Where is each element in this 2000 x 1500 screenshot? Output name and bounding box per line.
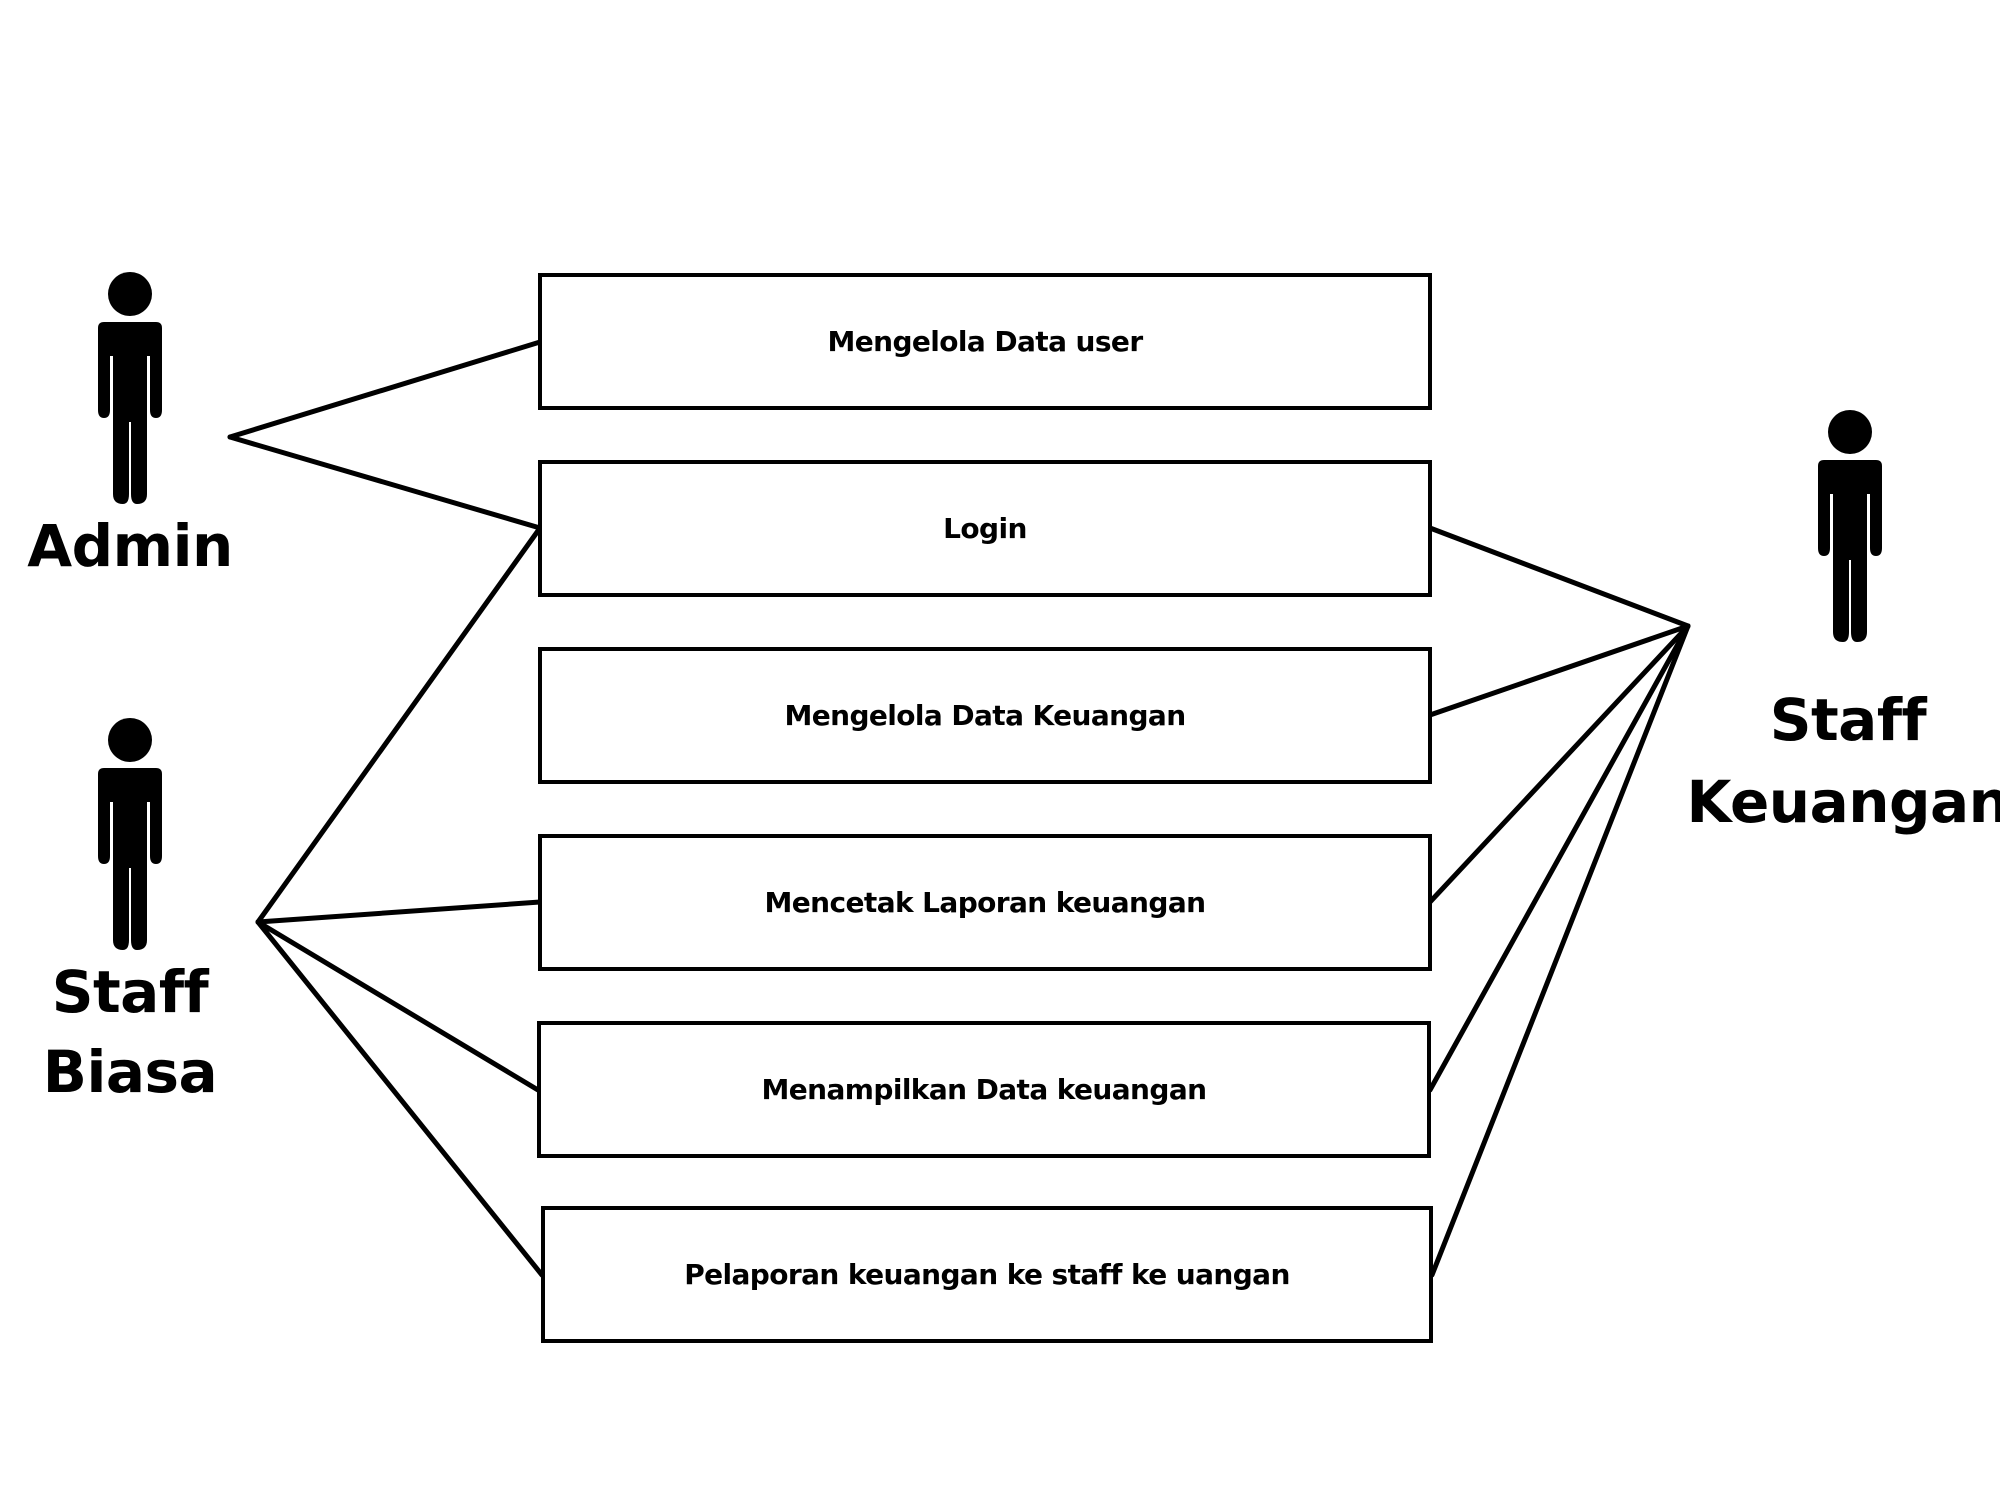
use-case-box (538, 647, 1432, 784)
actor-label: Admin (27, 512, 233, 580)
association-lines (227, 339, 1691, 1278)
association-staff-keuangan-mencetak-laporan (1427, 623, 1691, 905)
actor-label-line2: Keuangan (1687, 768, 2000, 836)
use-case-mengelola-data-keuangan: Mengelola Data Keuangan (538, 647, 1432, 784)
association-staff-keuangan-pelaporan (1429, 623, 1691, 1278)
association-staff-keuangan-login (1427, 525, 1691, 629)
use-case-box (537, 1021, 1431, 1158)
use-case-mengelola-data-user: Mengelola Data user (538, 273, 1432, 410)
use-case-login: Login (538, 460, 1432, 597)
use-case-mencetak-laporan-keuangan: Mencetak Laporan keuangan (538, 834, 1432, 971)
use-case-label: Mengelola Data Keuangan (784, 699, 1185, 732)
use-case-label: Menampilkan Data keuangan (762, 1073, 1207, 1106)
use-case-label: Mencetak Laporan keuangan (765, 886, 1206, 919)
association-admin-mengelola-data-user (227, 339, 543, 440)
use-case-menampilkan-data-keuangan: Menampilkan Data keuangan (537, 1021, 1431, 1158)
actor-label-line1: Staff (1770, 686, 1928, 754)
use-case-box (538, 460, 1432, 597)
actor-label-line1: Staff (52, 958, 210, 1026)
person-icon (1818, 410, 1882, 642)
association-staff-biasa-login (255, 525, 543, 925)
association-admin-login (227, 434, 543, 531)
actor-staff-biasa: Staff Biasa (43, 718, 218, 1106)
actor-label-line2: Biasa (43, 1038, 217, 1106)
use-case-label: Login (943, 512, 1027, 545)
actor-admin: Admin (27, 272, 233, 580)
use-case-label: Pelaporan keuangan ke staff ke uangan (684, 1258, 1290, 1291)
association-staff-keuangan-menampilkan-data (1427, 623, 1691, 1093)
use-case-pelaporan-keuangan: Pelaporan keuangan ke staff ke uangan (541, 1206, 1433, 1343)
use-case-box (538, 273, 1432, 410)
use-case-box (538, 834, 1432, 971)
person-icon (98, 272, 162, 504)
association-staff-biasa-pelaporan (255, 919, 545, 1278)
person-icon (98, 718, 162, 950)
actor-staff-keuangan: Staff Keuangan (1687, 410, 2000, 836)
association-staff-biasa-mencetak-laporan (255, 899, 543, 925)
use-case-label: Mengelola Data user (827, 325, 1143, 358)
association-staff-keuangan-mengelola-data-keuangan (1427, 623, 1691, 718)
use-case-box (541, 1206, 1433, 1343)
association-staff-biasa-menampilkan-data (255, 919, 541, 1093)
